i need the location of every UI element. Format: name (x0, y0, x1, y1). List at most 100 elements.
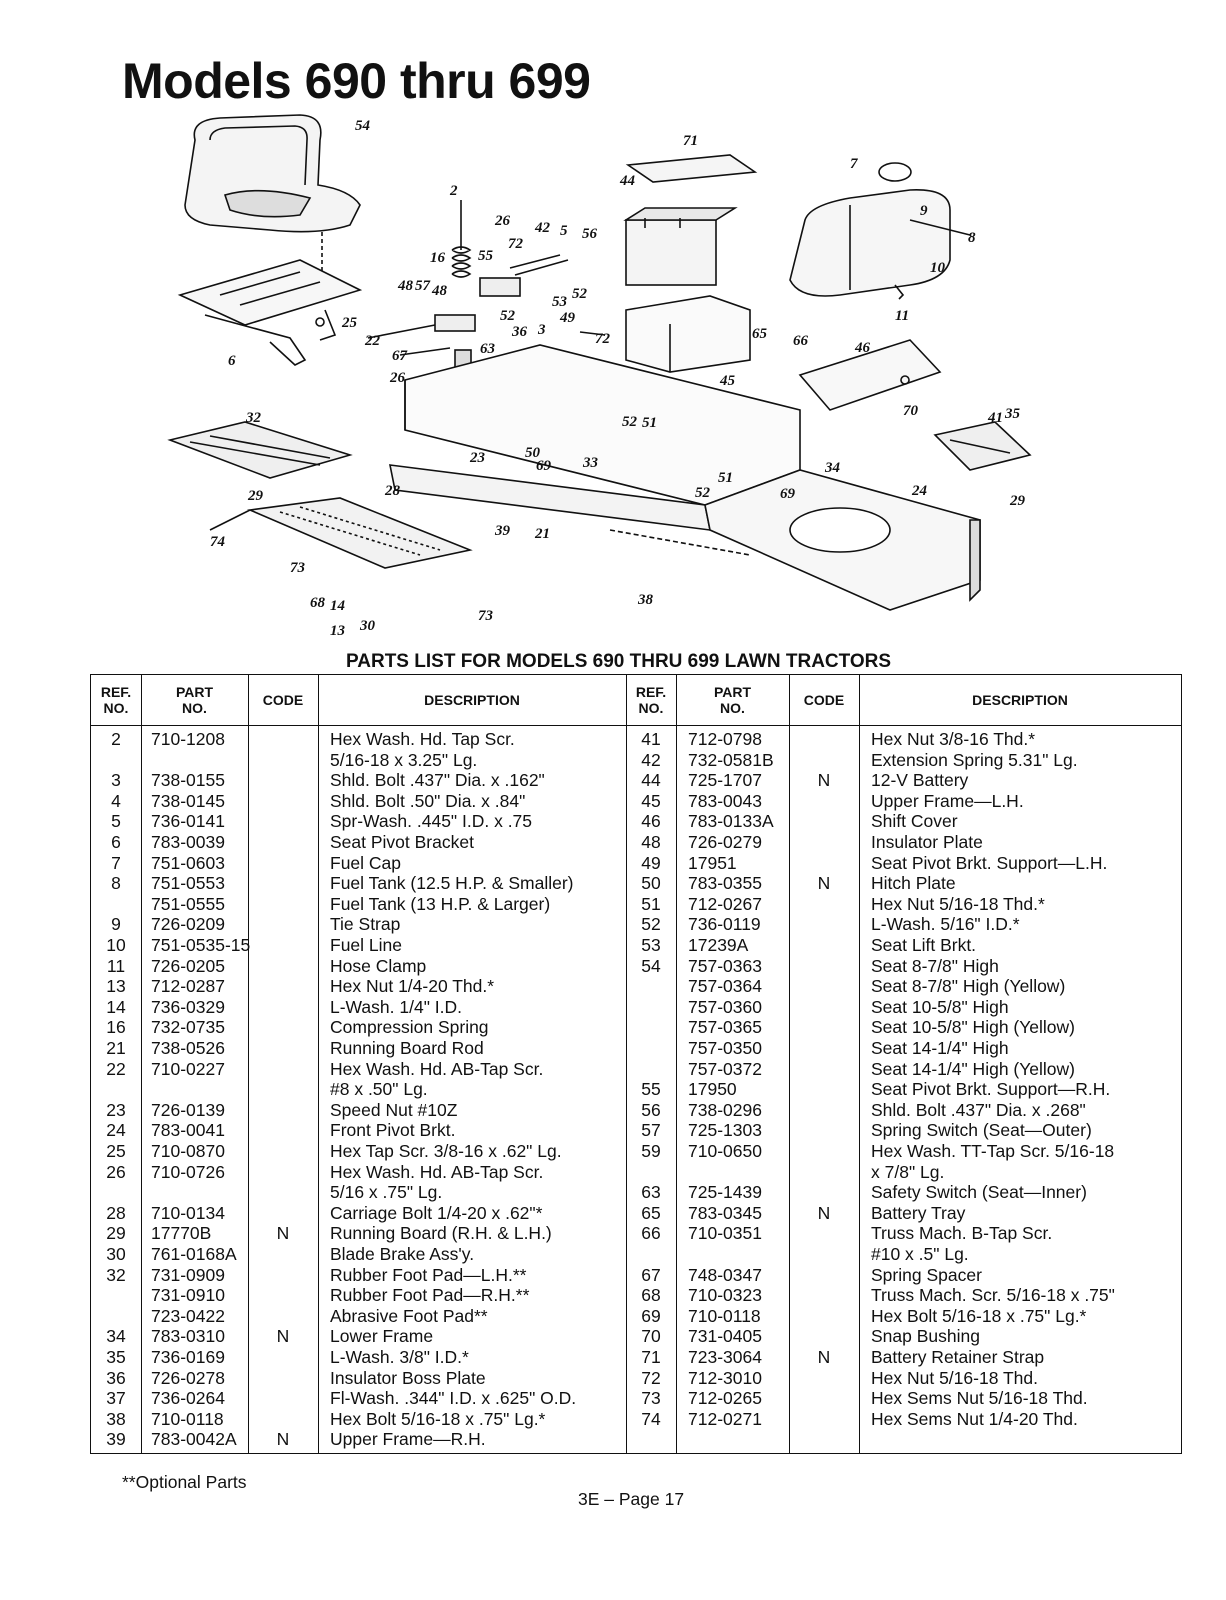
column-divider (676, 675, 677, 1453)
exploded-parts-diagram: 54 71 7 44 2 26 42 5 56 9 8 16 55 72 10 … (167, 114, 1032, 639)
table-cell-code (789, 997, 859, 1018)
table-cell-code (789, 1141, 859, 1162)
callout-10: 10 (930, 260, 946, 276)
table-cell-desc: Compression Spring (330, 1017, 489, 1038)
table-cell-desc: Fuel Tank (13 H.P. & Larger) (330, 893, 551, 914)
table-cell-ref: 52 (641, 914, 661, 935)
table-cell-code (789, 1306, 859, 1327)
table-cell-part: 710-0118 (151, 1408, 224, 1429)
page-title: Models 690 thru 699 (122, 53, 591, 109)
table-cell-ref: 57 (641, 1120, 661, 1141)
table-cell-part: 731-0910 (151, 1285, 225, 1306)
callout-32: 32 (245, 410, 262, 426)
table-cell-ref: 34 (106, 1326, 126, 1347)
table-cell-desc: Snap Bushing (871, 1326, 980, 1347)
table-cell-ref: 11 (106, 955, 126, 976)
table-cell-ref (626, 1162, 676, 1183)
table-cell-desc: Spr-Wash. .445" I.D. x .75 (330, 811, 533, 832)
table-cell-code (248, 914, 318, 935)
callout-70: 70 (903, 403, 919, 419)
table-cell-code (248, 935, 318, 956)
table-cell-ref: 35 (106, 1347, 126, 1367)
header-code-left: CODE (262, 692, 304, 708)
table-cell-part: 738-0155 (151, 770, 225, 791)
table-cell-desc: Hex Sems Nut 5/16-18 Thd. (871, 1388, 1088, 1409)
table-cell-ref: 55 (641, 1079, 661, 1100)
table-cell-desc: Running Board (R.H. & L.H.) (330, 1223, 552, 1244)
table-cell-ref: 29 (106, 1223, 126, 1244)
foot-pad-drawing (167, 421, 1032, 479)
table-cell-ref: 66 (641, 1223, 661, 1244)
table-cell-desc: Fuel Line (330, 935, 402, 955)
table-cell-part: 761-0168A (151, 1244, 237, 1264)
table-cell-desc: Shift Cover (871, 811, 958, 832)
callout-26a: 26 (494, 213, 511, 229)
table-cell-code (789, 1326, 859, 1347)
table-cell-ref (626, 1244, 676, 1265)
callout-24: 24 (911, 483, 928, 499)
table-cell-ref (626, 997, 676, 1018)
table-cell-desc: #10 x .5" Lg. (871, 1244, 969, 1264)
callout-38: 38 (637, 592, 654, 608)
table-cell-part: 738-0296 (688, 1099, 762, 1120)
table-cell-ref: 36 (106, 1367, 126, 1388)
table-cell-code (789, 1265, 859, 1286)
table-cell-desc: Seat Lift Brkt. (871, 935, 977, 955)
table-cell-part: 710-0134 (151, 1202, 225, 1223)
table-cell-desc: Upper Frame—R.H. (330, 1429, 486, 1450)
table-cell-ref: 22 (106, 1058, 126, 1079)
table-cell-ref: 67 (641, 1264, 661, 1285)
table-cell-code (789, 729, 859, 750)
table-cell-desc: 5/16-18 x 3.25" Lg. (330, 749, 478, 770)
callout-13: 13 (330, 623, 346, 639)
table-cell-part (688, 1162, 798, 1183)
table-cell-ref: 6 (111, 832, 121, 852)
table-cell-code (789, 1059, 859, 1080)
table-cell-part: 783-0042A (151, 1429, 237, 1450)
table-cell-ref: 24 (106, 1120, 126, 1141)
callout-63: 63 (480, 341, 496, 357)
callout-45: 45 (719, 373, 736, 389)
callout-42: 42 (534, 220, 551, 236)
table-cell-desc: Shld. Bolt .437" Dia. x .268" (871, 1099, 1086, 1120)
table-cell-ref: 41 (641, 729, 661, 749)
table-cell-code (789, 1223, 859, 1244)
callout-39: 39 (494, 523, 511, 539)
table-cell-ref: 16 (106, 1017, 126, 1038)
table-cell-desc: Shld. Bolt .50" Dia. x .84" (330, 790, 526, 811)
table-cell-desc: Hex Bolt 5/16-18 x .75" Lg.* (330, 1408, 546, 1429)
callout-67: 67 (392, 348, 408, 364)
seat-pivot-bracket-drawing (177, 259, 363, 366)
table-cell-part: 726-0279 (688, 832, 762, 852)
table-cell-code (789, 832, 859, 853)
table-cell-code (248, 1038, 318, 1059)
table-cell-code: N (817, 1347, 831, 1367)
table-cell-part: 725-1707 (688, 770, 762, 791)
table-cell-part: 783-0041 (151, 1120, 225, 1141)
table-cell-ref: 32 (106, 1264, 126, 1285)
table-cell-code (248, 1141, 318, 1162)
table-cell-desc: Insulator Plate (871, 832, 983, 852)
callout-3: 3 (537, 322, 546, 338)
battery-drawing (623, 154, 758, 373)
table-cell-part: 783-0345 (688, 1202, 762, 1223)
callout-30: 30 (359, 618, 376, 634)
column-divider (789, 675, 790, 1453)
table-cell-part: 751-0603 (151, 852, 225, 873)
callout-35: 35 (1004, 406, 1021, 422)
table-cell-part: 725-1303 (688, 1120, 762, 1141)
table-cell-part: 783-0039 (151, 832, 225, 852)
table-cell-code (248, 1059, 318, 1080)
callout-54: 54 (355, 118, 371, 134)
table-cell-desc: Seat 8-7/8" High (871, 955, 999, 976)
table-cell-code (248, 832, 318, 853)
callout-52a: 52 (572, 286, 588, 302)
table-cell-ref: 39 (106, 1429, 126, 1450)
table-cell-part: 783-0310 (151, 1326, 225, 1347)
callout-52b: 52 (500, 308, 516, 324)
table-cell-part: 732-0581B (688, 749, 774, 770)
callout-53: 53 (552, 294, 568, 310)
table-cell-part: 757-0364 (688, 976, 762, 997)
table-cell-ref: 23 (106, 1099, 126, 1120)
table-cell-code (248, 811, 318, 832)
